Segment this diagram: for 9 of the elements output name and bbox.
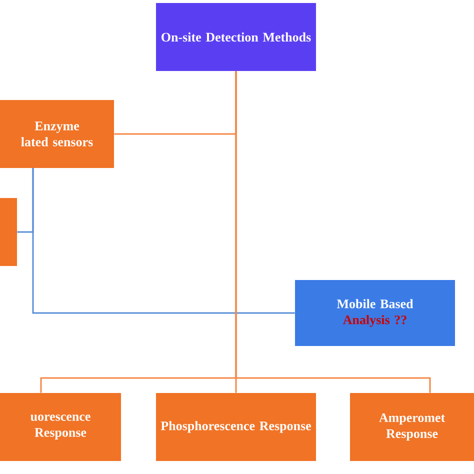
process-box [0,198,17,266]
process-box: Enzyme lated sensors [0,100,114,168]
process-box: On-site Detection Methods [156,3,316,71]
connector-line [235,71,431,393]
process-box: Mobile Based Analysis ?? [295,280,455,346]
connector-line [32,168,295,314]
process-box: Amperomet Response [350,393,474,461]
process-box: Phosphorescence Response [156,393,316,461]
process-box: uorescence Response [0,393,121,461]
